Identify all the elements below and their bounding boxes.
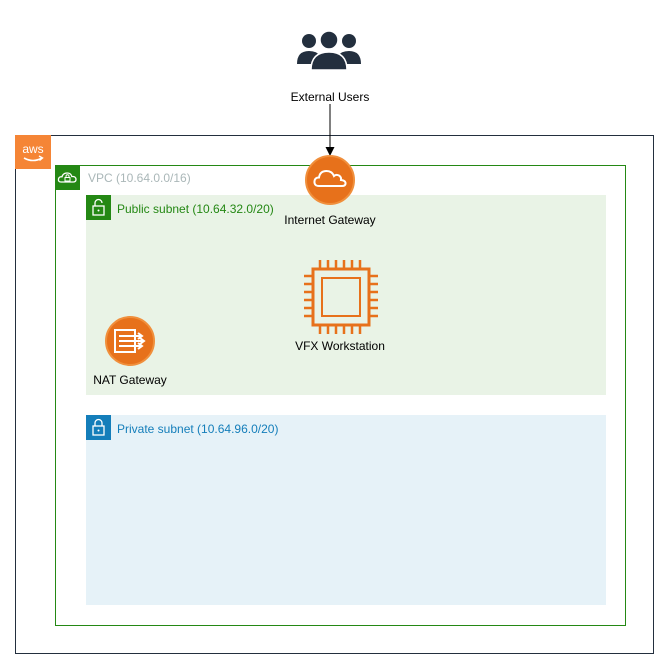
private-subnet-group xyxy=(86,415,606,605)
ec2-instance-icon xyxy=(302,258,380,336)
vpc-label: VPC (10.64.0.0/16) xyxy=(88,171,191,185)
public-subnet-group xyxy=(86,195,606,395)
vfx-workstation-label: VFX Workstation xyxy=(295,339,385,353)
private-subnet-lock-icon xyxy=(86,415,111,440)
users-icon xyxy=(296,28,362,72)
aws-cloud-group xyxy=(15,135,654,654)
private-subnet-label: Private subnet (10.64.96.0/20) xyxy=(117,422,279,436)
nat-gateway-label: NAT Gateway xyxy=(93,373,167,387)
public-subnet-lock-icon xyxy=(86,195,111,220)
public-subnet-label: Public subnet (10.64.32.0/20) xyxy=(117,202,274,216)
aws-logo-text: aws xyxy=(22,142,43,156)
external-users-label: External Users xyxy=(290,90,370,104)
internet-gateway-label: Internet Gateway xyxy=(284,213,376,227)
vpc-cloud-lock-icon xyxy=(55,165,80,190)
connection-arrow xyxy=(323,104,337,158)
aws-logo-icon: aws xyxy=(15,135,51,169)
nat-gateway-icon xyxy=(105,316,155,366)
internet-gateway-icon xyxy=(305,155,355,205)
